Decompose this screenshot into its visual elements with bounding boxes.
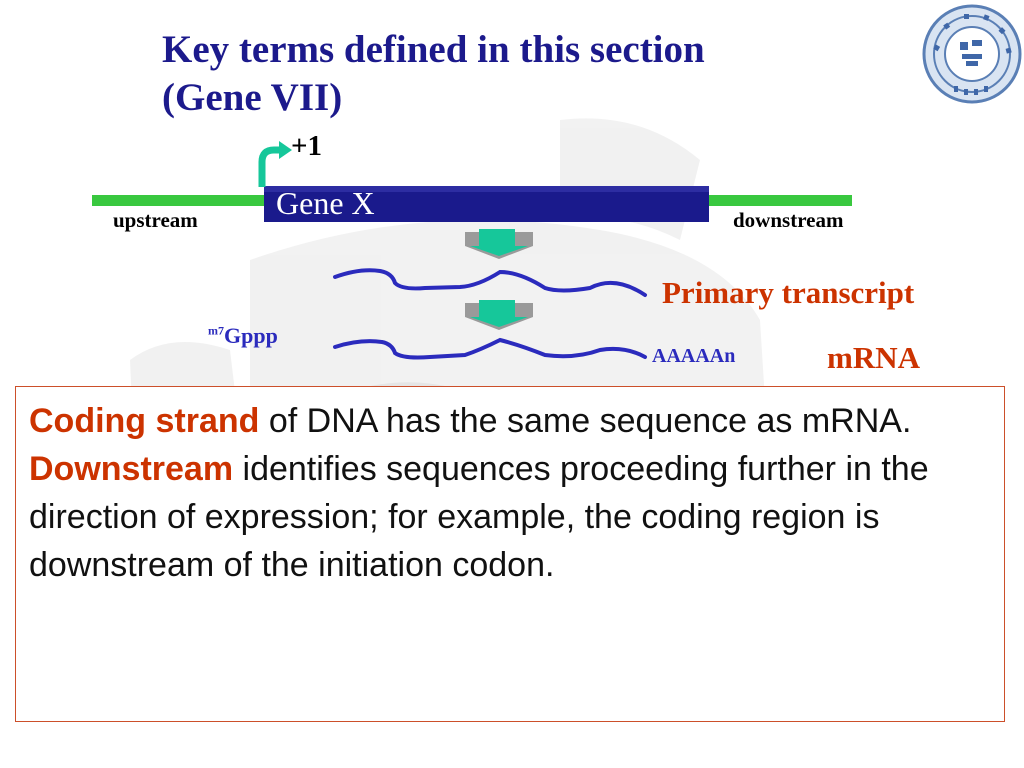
upstream-label: upstream (113, 208, 198, 232)
definition-downstream: Downstream identifies sequences proceedi… (29, 445, 992, 589)
primary-transcript-wave (333, 268, 647, 297)
dna-downstream-line (706, 195, 852, 206)
transcription-start-arrow-icon (258, 141, 292, 187)
polya-label: AAAAAn (652, 345, 736, 367)
definition-text: of DNA has the same sequence as mRNA. (259, 402, 912, 440)
down-arrow-icon (465, 300, 533, 330)
transcription-start-label: +1 (291, 130, 323, 162)
page-title: Key terms defined in this section (Gene … (162, 26, 922, 122)
down-arrow-icon (465, 229, 533, 259)
definition-text: identifies sequences proceeding further … (29, 450, 929, 584)
definitions-box: Coding strand of DNA has the same sequen… (15, 386, 1005, 722)
downstream-label: downstream (733, 208, 844, 232)
cap-superscript: 7 (218, 323, 224, 338)
mrna-wave (333, 337, 647, 360)
title-line-2: (Gene VII) (162, 76, 343, 119)
definition-term: Downstream (29, 450, 234, 488)
title-line-1: Key terms defined in this section (162, 28, 705, 71)
definition-term: Coding strand (29, 402, 260, 440)
cap-prefix: m (208, 323, 218, 338)
primary-transcript-label: Primary transcript (662, 275, 915, 310)
cap-label: m7Gppp (208, 323, 278, 349)
dna-upstream-line (92, 195, 267, 206)
definition-coding-strand: Coding strand of DNA has the same sequen… (29, 397, 992, 445)
cap-label-text: Gppp (224, 323, 278, 348)
university-seal-icon (922, 4, 1022, 104)
mrna-label: mRNA (827, 340, 920, 375)
gene-label: Gene X (276, 185, 375, 221)
gene-diagram (92, 141, 852, 360)
